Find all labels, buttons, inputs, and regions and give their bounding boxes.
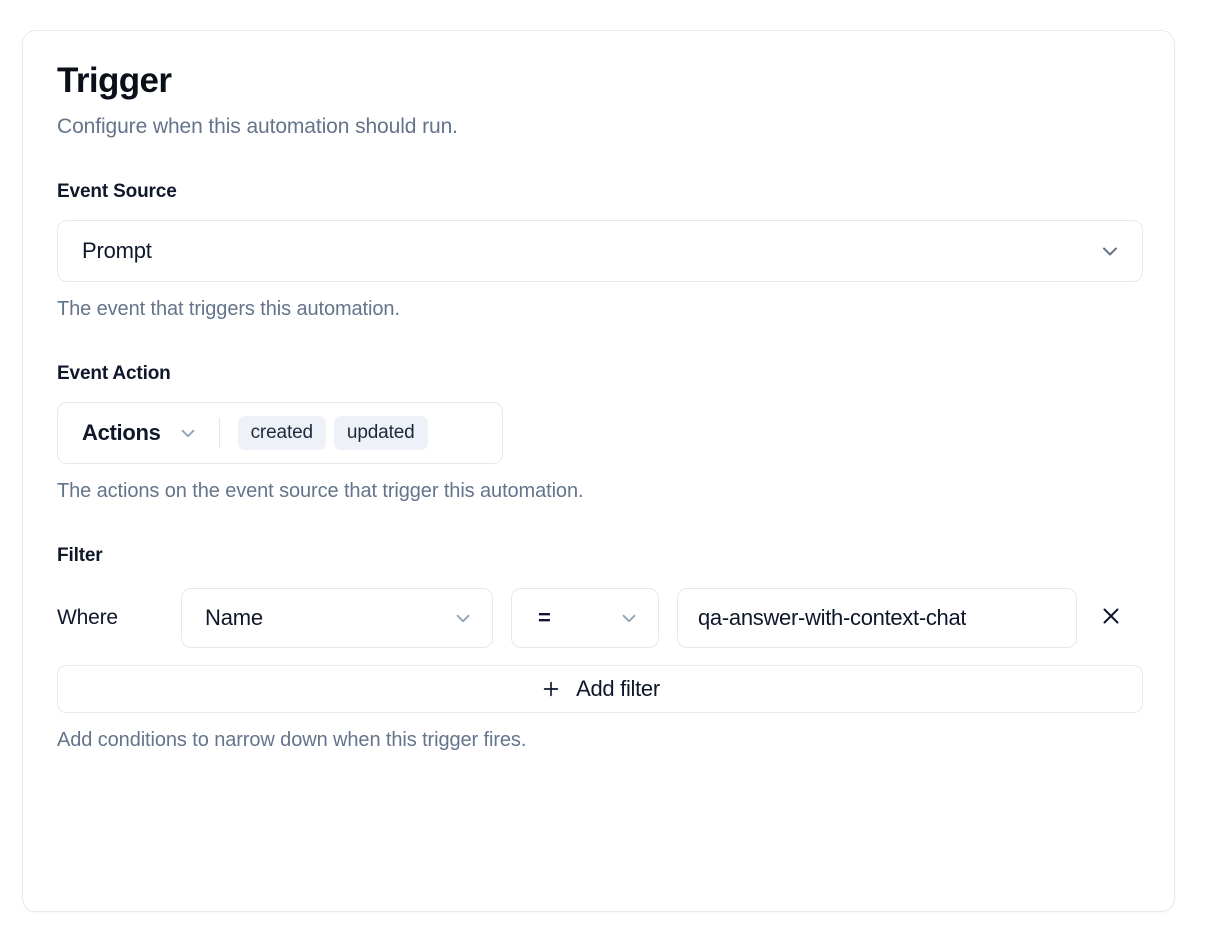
event-action-dropdown-trigger[interactable]: Actions <box>82 403 199 463</box>
event-action-field: Event Action Actions created updated T <box>57 363 1140 503</box>
filter-condition-row: Where Name = <box>57 587 1140 648</box>
combo-divider <box>218 418 220 449</box>
page-subtitle: Configure when this automation should ru… <box>57 115 458 139</box>
event-action-selected-list: created updated <box>237 415 428 451</box>
add-filter-label: Add filter <box>576 675 660 701</box>
event-action-trigger-label: Actions <box>82 420 161 446</box>
trigger-card: Trigger Configure when this automation s… <box>22 30 1175 912</box>
remove-filter-button[interactable] <box>1091 598 1131 638</box>
event-action-label: Event Action <box>57 363 171 385</box>
event-action-pill-updated[interactable]: updated <box>333 415 428 451</box>
event-action-combo: Actions created updated <box>57 402 503 465</box>
filter-operator-value: = <box>538 604 551 630</box>
filter-field-value: Name <box>205 604 263 630</box>
filter-help: Add conditions to narrow down when this … <box>57 728 527 751</box>
event-source-value: Prompt <box>82 238 152 264</box>
filter-operator-select[interactable]: = <box>511 587 659 648</box>
page-title: Trigger <box>57 61 172 100</box>
chevron-down-icon <box>177 422 199 444</box>
chevron-down-icon <box>452 607 474 629</box>
filter-field-select[interactable]: Name <box>181 587 493 648</box>
filter-value-input[interactable]: qa-answer-with-context-chat <box>677 587 1077 648</box>
plus-icon <box>540 678 562 700</box>
close-icon <box>1099 604 1123 631</box>
filter-label: Filter <box>57 545 103 567</box>
event-source-help: The event that triggers this automation. <box>57 298 400 321</box>
event-source-select[interactable]: Prompt <box>57 220 1143 283</box>
filter-value-text: qa-answer-with-context-chat <box>698 604 967 630</box>
chevron-down-icon <box>618 607 640 629</box>
chevron-down-icon <box>1098 239 1122 263</box>
filter-field-group: Filter Where Name = <box>57 545 1143 752</box>
event-source-field: Event Source Prompt The event that trigg… <box>57 181 1143 321</box>
event-action-help: The actions on the event source that tri… <box>57 480 584 503</box>
event-action-pill-created[interactable]: created <box>237 415 326 451</box>
add-filter-button[interactable]: Add filter <box>57 664 1143 713</box>
event-source-label: Event Source <box>57 181 177 203</box>
where-label: Where <box>57 605 118 629</box>
